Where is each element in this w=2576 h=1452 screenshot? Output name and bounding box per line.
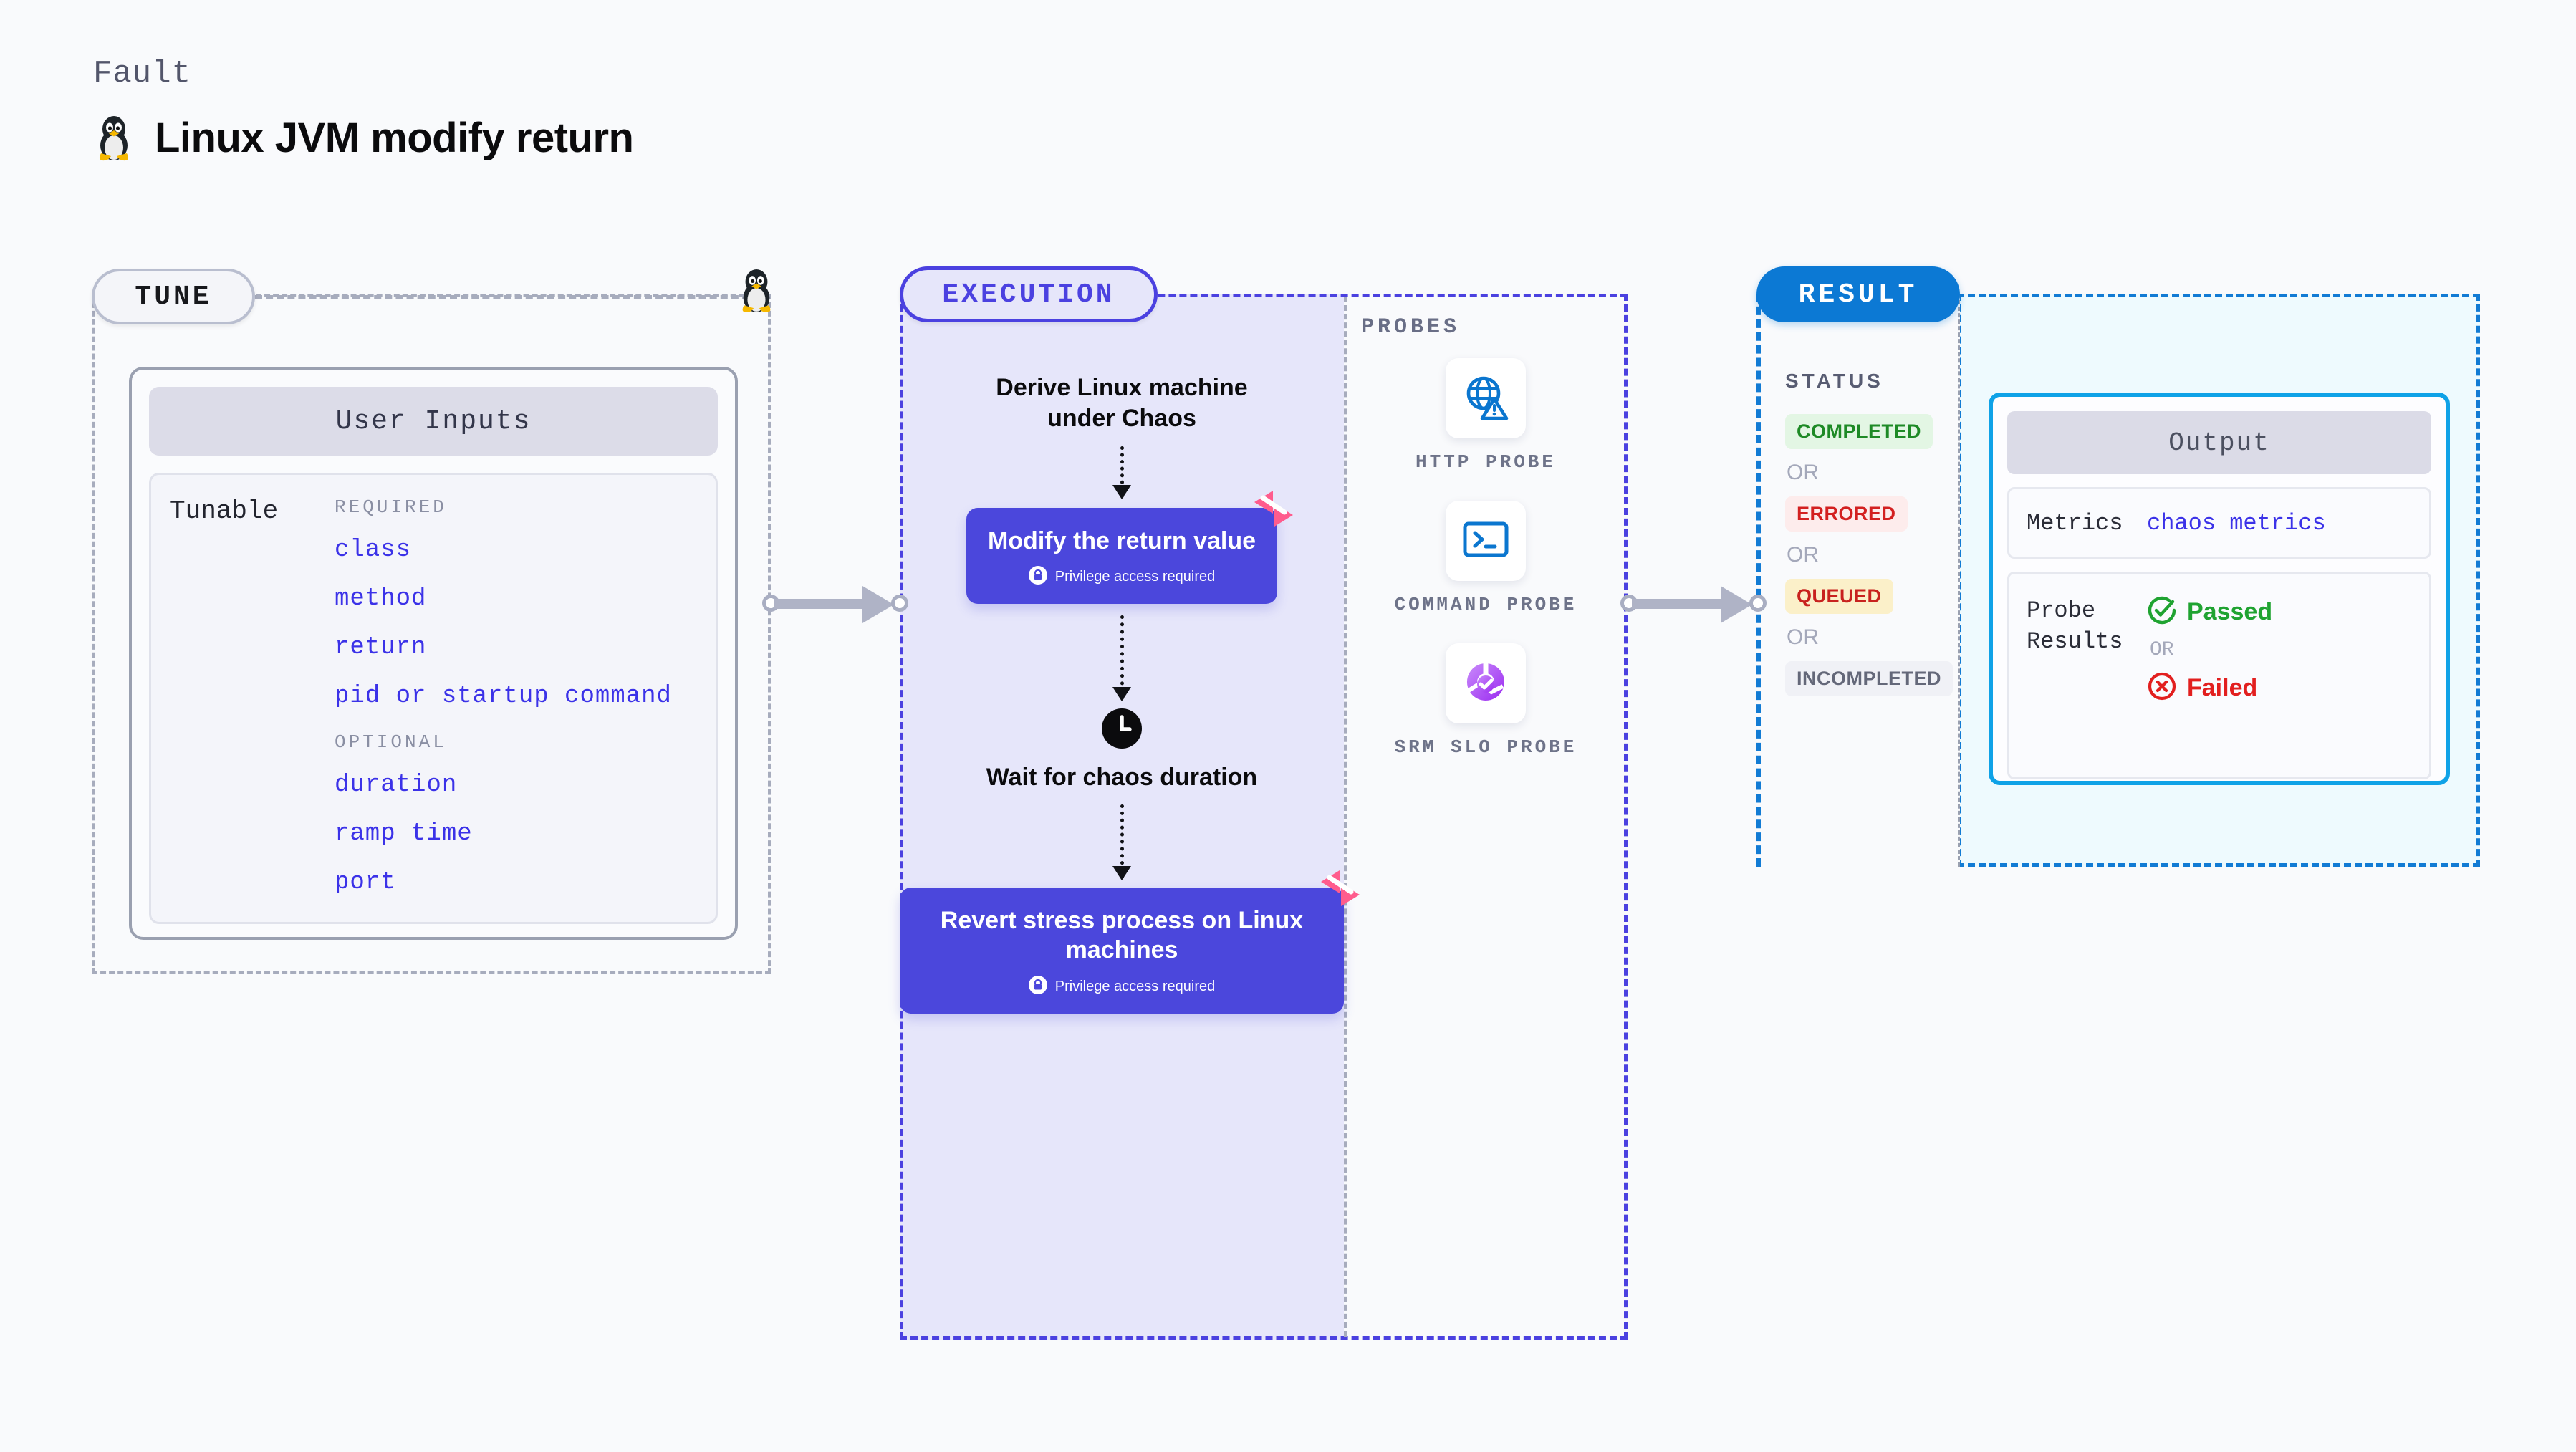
status-badge-completed: COMPLETED <box>1785 414 1933 449</box>
tunable-item-class[interactable]: class <box>335 537 412 564</box>
connector-arrowhead <box>1721 586 1752 623</box>
probe-item-srm-slo[interactable]: SRM SLO PROBE <box>1395 643 1577 760</box>
probe-tile <box>1446 643 1526 724</box>
status-badge-errored: ERRORED <box>1785 496 1908 532</box>
check-circle-icon <box>2147 595 2177 629</box>
execution-step-modify-return-value[interactable]: Modify the return value Privilege access… <box>966 491 1294 605</box>
tune-chip[interactable]: TUNE <box>92 269 255 324</box>
execution-probes-panel <box>900 294 1628 1340</box>
fault-eyebrow-label: Fault <box>93 56 192 92</box>
probe-results-label: Probe Results <box>2027 597 2123 655</box>
output-card: Output Metrics chaos metrics Probe Resul… <box>1989 393 2450 785</box>
connector-probes-to-result <box>1620 580 1767 626</box>
execution-flow: Derive Linux machine under Chaos Modify … <box>900 372 1360 1014</box>
tune-chip-label: TUNE <box>135 281 212 312</box>
output-title: Output <box>2168 428 2270 458</box>
step-title: Modify the return value <box>987 527 1256 554</box>
tune-top-dashed-line <box>255 295 749 299</box>
probes-list: HTTP PROBE COMMAND PROBE <box>1344 358 1628 760</box>
result-chip-label: RESULT <box>1798 279 1918 310</box>
probe-result-passed-label: Passed <box>2187 598 2273 625</box>
metrics-label: Metrics <box>2027 509 2123 537</box>
x-circle-icon <box>2147 671 2177 705</box>
globe-warning-icon <box>1462 373 1509 424</box>
status-badge-list: COMPLETED OR ERRORED OR QUEUED OR INCOMP… <box>1785 414 1953 696</box>
probe-label: COMMAND PROBE <box>1394 594 1577 616</box>
connector-shaft <box>774 599 881 609</box>
status-or-label-1: OR <box>1787 461 1819 484</box>
required-group-heading: REQUIRED <box>335 496 447 518</box>
status-or-label-3: OR <box>1787 625 1819 649</box>
tunable-item-duration[interactable]: duration <box>335 771 458 799</box>
result-chip[interactable]: RESULT <box>1756 266 1960 322</box>
probe-label: SRM SLO PROBE <box>1394 736 1577 759</box>
metrics-value[interactable]: chaos metrics <box>2147 509 2326 537</box>
tunable-item-ramp-time[interactable]: ramp time <box>335 820 473 847</box>
connector-tune-to-execution <box>762 580 908 626</box>
harness-logo-icon <box>1251 488 1296 533</box>
probe-item-http[interactable]: HTTP PROBE <box>1416 358 1556 475</box>
flow-arrow-1 <box>1112 446 1131 499</box>
lock-icon <box>1028 566 1047 588</box>
clock-icon <box>1102 708 1142 752</box>
tunable-box: Tunable REQUIRED class method return pid… <box>149 473 718 924</box>
tunable-item-return[interactable]: return <box>335 634 427 661</box>
tunable-item-method[interactable]: method <box>335 585 427 612</box>
user-inputs-card: User Inputs Tunable REQUIRED class metho… <box>129 367 738 940</box>
probe-result-failed: Failed <box>2147 671 2412 705</box>
probe-tile <box>1446 358 1526 438</box>
execution-chip[interactable]: EXECUTION <box>900 266 1158 322</box>
flow-arrow-3 <box>1112 804 1131 880</box>
user-inputs-title: User Inputs <box>335 405 532 437</box>
status-or-label-2: OR <box>1787 543 1819 567</box>
probe-results-values: Passed OR Failed <box>2147 595 2412 756</box>
privilege-note-text: Privilege access required <box>1054 978 1216 994</box>
page-title-row: Linux JVM modify return <box>93 113 634 162</box>
probe-tile <box>1446 501 1526 582</box>
output-card-header: Output <box>2007 411 2431 474</box>
tunable-item-port[interactable]: port <box>335 869 396 896</box>
optional-group-heading: OPTIONAL <box>335 731 447 753</box>
probe-results-row: Probe Results Passed OR <box>2007 572 2431 779</box>
probe-result-passed: Passed <box>2147 595 2412 629</box>
connector-shaft <box>1632 599 1739 609</box>
probe-label: HTTP PROBE <box>1415 451 1557 473</box>
probe-result-failed-label: Failed <box>2187 674 2258 701</box>
tunable-row-label: Tunable <box>170 496 279 526</box>
probes-section-title: PROBES <box>1361 315 1461 340</box>
execution-chip-label: EXECUTION <box>942 279 1115 310</box>
user-inputs-header: User Inputs <box>149 387 718 456</box>
status-badge-incompleted: INCOMPLETED <box>1785 661 1953 696</box>
linux-penguin-icon <box>736 266 777 317</box>
slo-donut-check-icon <box>1463 659 1509 708</box>
harness-logo-icon <box>1318 867 1363 913</box>
connector-end-dot <box>1749 595 1767 612</box>
execution-step-revert-stress-process[interactable]: Revert stress process on Linux machines … <box>900 870 1360 1014</box>
execution-step-wait-for-chaos-duration: Wait for chaos duration <box>986 764 1258 792</box>
connector-arrowhead <box>862 586 894 623</box>
flow-arrow-2 <box>1112 615 1131 702</box>
connector-end-dot <box>891 595 908 612</box>
tunable-item-pid-or-startup-command[interactable]: pid or startup command <box>335 683 672 710</box>
page-title: Linux JVM modify return <box>155 114 634 161</box>
probe-item-command[interactable]: COMMAND PROBE <box>1395 501 1577 617</box>
status-badge-queued: QUEUED <box>1785 579 1893 614</box>
privilege-note-text: Privilege access required <box>1054 569 1216 585</box>
status-section-title: STATUS <box>1785 370 1884 392</box>
terminal-icon <box>1462 519 1509 563</box>
probe-result-or-label: OR <box>2150 639 2174 661</box>
tunable-list: REQUIRED class method return pid or star… <box>335 496 697 900</box>
privilege-note: Privilege access required <box>921 975 1322 998</box>
lock-icon <box>1028 975 1047 998</box>
execution-step-derive-linux-machine: Derive Linux machine under Chaos <box>996 374 1248 432</box>
metrics-row: Metrics chaos metrics <box>2007 487 2431 559</box>
step-title: Revert stress process on Linux machines <box>940 906 1304 964</box>
linux-penguin-icon <box>93 113 135 162</box>
privilege-note: Privilege access required <box>988 566 1256 588</box>
execution-probes-divider <box>1344 297 1347 1337</box>
